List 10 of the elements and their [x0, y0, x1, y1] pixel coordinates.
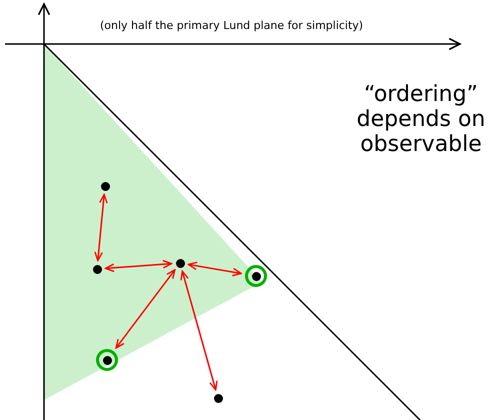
axis-note: (only half the primary Lund plane for simplicity) — [100, 18, 364, 34]
annotation-text: “ordering” depends on observable — [356, 82, 486, 157]
circled-point — [96, 349, 118, 371]
double-arrow — [188, 262, 242, 276]
double-arrow — [115, 269, 176, 349]
double-arrow — [94, 194, 108, 262]
circled-point — [245, 265, 267, 287]
data-point — [214, 394, 222, 402]
double-arrow — [180, 270, 218, 390]
double-arrow — [104, 260, 172, 272]
